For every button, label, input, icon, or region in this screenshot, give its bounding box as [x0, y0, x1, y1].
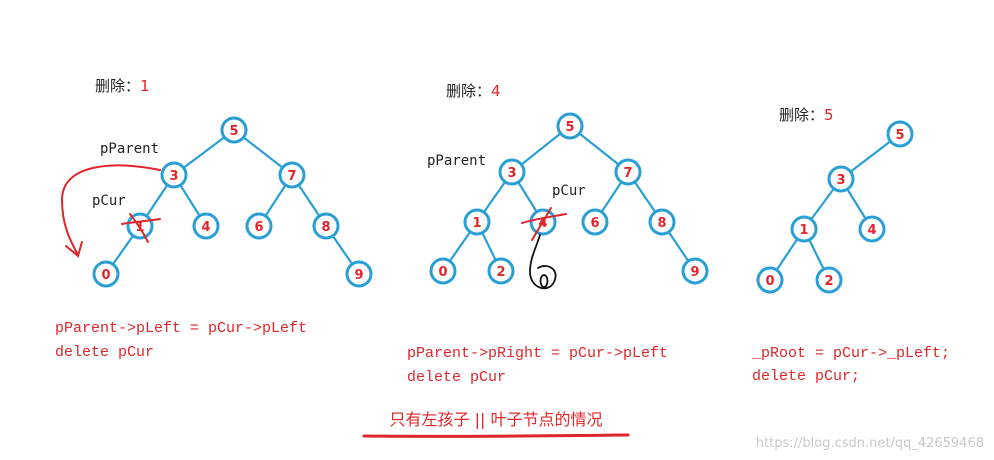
pointer-label-pcur: pCur	[552, 183, 586, 199]
node-label: 6	[590, 216, 599, 231]
caption-block: 只有左孩子 || 叶子节点的情况	[362, 410, 630, 438]
panel-3-heading: 删除：5	[779, 106, 834, 124]
node-label: 8	[657, 216, 666, 231]
node-label: 0	[765, 274, 774, 289]
panel-2-heading: 删除：4	[446, 82, 501, 100]
tree-node: 5	[220, 116, 248, 144]
node-label: 9	[690, 265, 699, 280]
tree-node: 4	[529, 208, 557, 236]
tree-node: 1	[463, 208, 491, 236]
tree-node: 0	[756, 266, 784, 294]
tree-node: 5	[556, 112, 584, 140]
tree-node: 7	[278, 161, 306, 189]
panel-1-code-line-1: pParent->pLeft = pCur->pLeft	[55, 320, 307, 337]
null-mark-icon	[529, 234, 557, 290]
panel-3-heading-label: 删除：	[779, 106, 824, 124]
tree-node: 4	[192, 212, 220, 240]
panel-1: 删除：1 5 3 7 1 4 6 8 0 9 pParent pCur	[55, 77, 373, 361]
pointer-label-pparent: pParent	[427, 153, 486, 169]
pointer-label-pcur: pCur	[92, 193, 126, 209]
tree-node: 3	[160, 161, 188, 189]
tree-node: 8	[648, 208, 676, 236]
panel-1-heading-value: 1	[140, 77, 150, 95]
delete-mark-icon	[121, 213, 161, 243]
node-label: 3	[507, 166, 516, 181]
panel-2-heading-label: 删除：	[446, 82, 491, 100]
node-label: 2	[824, 274, 833, 289]
node-label: 1	[799, 223, 808, 238]
node-label: 0	[438, 265, 447, 280]
panel-2-code-line-2: delete pCur	[407, 369, 506, 386]
node-label: 8	[321, 220, 330, 235]
panel-3: 删除：5 5 3 1 4 0 2 _pRoot = pCur->_pLeft; …	[751, 106, 950, 385]
node-label: 6	[254, 220, 263, 235]
tree-node: 8	[312, 212, 340, 240]
node-label: 3	[836, 173, 845, 188]
node-label: 4	[538, 216, 547, 231]
panel-1-heading-label: 删除：	[95, 77, 140, 95]
panel-3-heading-value: 5	[824, 106, 834, 124]
node-label: 5	[229, 124, 238, 139]
node-label: 7	[287, 169, 296, 184]
node-label: 7	[623, 166, 632, 181]
pointer-label-pparent: pParent	[100, 141, 159, 157]
tree-node: 6	[581, 208, 609, 236]
node-label: 5	[895, 128, 904, 143]
node-label: 5	[565, 120, 574, 135]
panel-1-nodes: 5 3 7 1 4 6 8 0 9	[92, 116, 373, 288]
tree-node: 5	[886, 120, 914, 148]
node-label: 4	[201, 220, 210, 235]
panel-2-nodes: 5 3 7 1 4 6 8 0 2 9	[429, 112, 709, 285]
panel-1-heading: 删除：1	[95, 77, 150, 95]
panel-2: 删除：4 5 3 7 1 4 6 8 0 2 9 pParent pCur	[407, 82, 709, 386]
tree-node: 3	[827, 165, 855, 193]
panel-2-code-line-1: pParent->pRight = pCur->pLeft	[407, 345, 668, 362]
tree-node: 7	[614, 158, 642, 186]
node-label: 4	[867, 223, 876, 238]
tree-node: 1	[790, 215, 818, 243]
tree-node: 9	[345, 260, 373, 288]
node-label: 0	[101, 268, 110, 283]
watermark: https://blog.csdn.net/qq_42659468	[756, 436, 984, 451]
panel-3-nodes: 5 3 1 4 0 2	[756, 120, 914, 294]
node-label: 3	[169, 169, 178, 184]
tree-node: 6	[245, 212, 273, 240]
panel-3-code-line-1: _pRoot = pCur->_pLeft;	[751, 345, 950, 362]
tree-node: 4	[858, 215, 886, 243]
move-arrow-icon	[60, 164, 161, 258]
panel-1-code-line-2: delete pCur	[55, 344, 154, 361]
node-label: 9	[354, 268, 363, 283]
tree-node: 2	[815, 266, 843, 294]
tree-node: 0	[429, 257, 457, 285]
panel-2-heading-value: 4	[491, 82, 501, 100]
caption-underline	[362, 433, 630, 438]
delete-mark-icon	[521, 207, 567, 241]
tree-node: 2	[487, 257, 515, 285]
node-label: 1	[472, 216, 481, 231]
panel-3-code-line-2: delete pCur;	[752, 368, 860, 385]
panel-3-edges	[769, 133, 901, 281]
caption: 只有左孩子 || 叶子节点的情况	[390, 410, 603, 429]
tree-node: 9	[681, 257, 709, 285]
tree-node: 3	[498, 158, 526, 186]
tree-node: 0	[92, 260, 120, 288]
node-label: 2	[496, 265, 505, 280]
